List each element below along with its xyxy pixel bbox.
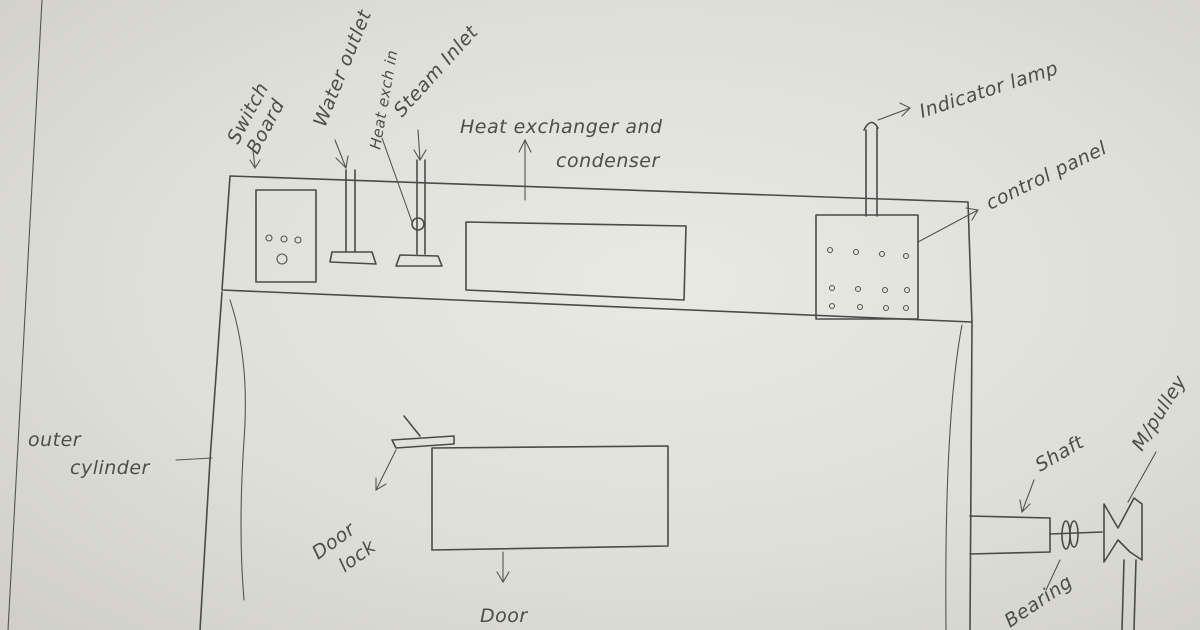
control-panel-label: control panel: [983, 137, 1111, 215]
switch-dot: [265, 234, 273, 242]
control-panel: [815, 214, 919, 320]
switch-dot: [294, 236, 302, 244]
switch-dot: [280, 235, 288, 243]
outer-cylinder-left: [199, 291, 223, 630]
indicator-lamp-label: Indicator lamp: [917, 57, 1061, 123]
switch-knob: [276, 253, 288, 265]
pulley-belt: [1121, 559, 1125, 630]
pulley: [1103, 497, 1143, 563]
outer-cylinder-left-inner: [229, 299, 246, 601]
door-lock: [391, 435, 455, 449]
door-label: Door: [480, 605, 528, 627]
bearing: [1069, 520, 1079, 548]
shaft-label: Shaft: [1032, 431, 1089, 477]
pulley-belt: [1133, 559, 1137, 630]
margin-line: [7, 0, 43, 630]
indicator-lamp: [863, 121, 879, 131]
motor-label: M/pulley: [1128, 371, 1192, 454]
steam-inlet-label: Steam Inlet: [389, 20, 483, 121]
top-housing: [221, 175, 973, 323]
leader-arrows: [175, 102, 1157, 591]
outer-cylinder-right: [969, 321, 973, 630]
bearing-label: Bearing: [1000, 571, 1076, 630]
shaft-rod: [1049, 531, 1103, 535]
door-lock-label: Door lock: [308, 514, 381, 585]
condenser-label: condenser: [556, 150, 660, 172]
shaft: [969, 515, 1051, 555]
switch-board-label: Switch Board: [223, 73, 296, 158]
heat-exchanger-label: Heat exchanger and: [460, 116, 663, 138]
switch-board: [255, 189, 317, 283]
outer-cylinder-right-inner: [945, 324, 963, 630]
door: [431, 445, 669, 551]
bearing: [1061, 520, 1071, 550]
water-outlet-label: Water outlet: [309, 6, 376, 130]
water-outlet-base: [329, 251, 377, 265]
door-lock-handle: [403, 415, 421, 437]
steam-valve: [411, 217, 425, 231]
heat-exchanger-box: [465, 221, 687, 301]
steam-inlet-base: [395, 254, 443, 267]
outer-cylinder-label: outer cylinder: [28, 429, 151, 479]
control-panel-dots: [826, 246, 911, 312]
